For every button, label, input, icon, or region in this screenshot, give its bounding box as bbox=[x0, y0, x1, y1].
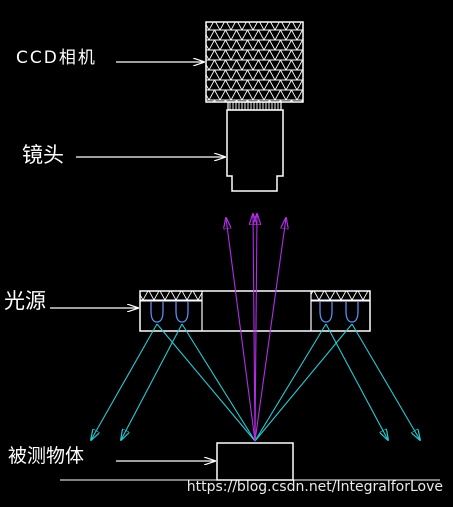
reflected-ray-4 bbox=[351, 323, 420, 440]
imaging-ray-4 bbox=[254, 218, 286, 442]
led-cup-3 bbox=[319, 301, 333, 323]
incident-ray-2 bbox=[181, 323, 256, 442]
illumination-rays bbox=[91, 323, 420, 442]
incident-ray-4 bbox=[254, 323, 353, 442]
led-cup-1 bbox=[150, 301, 164, 323]
reflected-ray-3 bbox=[325, 323, 388, 440]
imaging-rays bbox=[226, 214, 286, 442]
light-source-label: 光源 bbox=[4, 289, 46, 313]
light-source bbox=[139, 290, 371, 332]
measured-object bbox=[216, 442, 294, 481]
incident-ray-3 bbox=[254, 323, 327, 442]
imaging-ray-3 bbox=[255, 214, 257, 442]
lens-label: 镜头 bbox=[22, 143, 64, 167]
watermark-url: https://blog.csdn.net/IntegralforLove bbox=[186, 479, 443, 495]
reflected-ray-1 bbox=[91, 323, 158, 440]
led-cup-4 bbox=[345, 301, 359, 323]
leader-arrows bbox=[50, 62, 225, 461]
led-cup-2 bbox=[175, 301, 189, 323]
ccd-camera bbox=[205, 21, 304, 111]
ccd-camera-label: CCD相机 bbox=[16, 48, 97, 68]
lens bbox=[226, 109, 284, 192]
imaging-ray-2 bbox=[253, 214, 255, 442]
incident-ray-1 bbox=[156, 323, 256, 442]
imaging-ray-1 bbox=[226, 218, 256, 442]
reflected-ray-2 bbox=[121, 323, 183, 440]
measured-object-label: 被测物体 bbox=[8, 445, 85, 467]
